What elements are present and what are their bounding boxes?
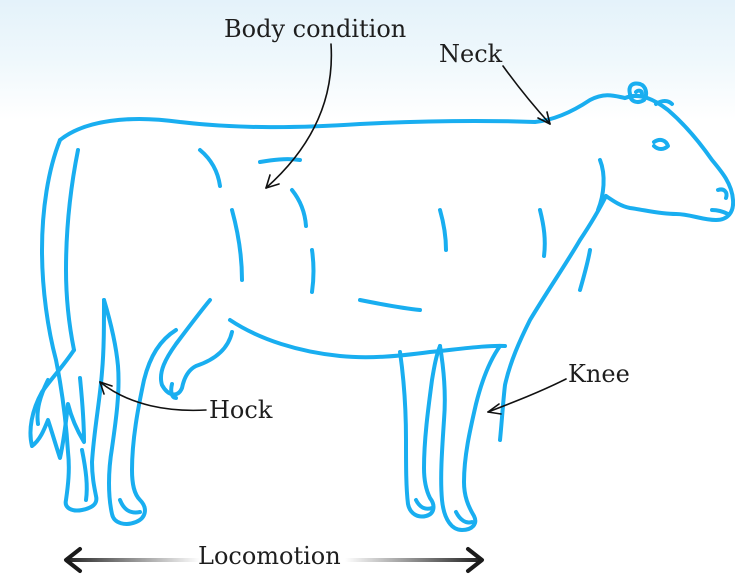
cow-body-contours	[200, 150, 446, 292]
cow-rear-leg-right	[104, 300, 176, 524]
cow-front-leg-right	[440, 346, 500, 530]
neck-arrow	[503, 66, 550, 124]
body-condition-arrow	[266, 44, 331, 188]
cow-belly-line	[230, 300, 505, 357]
knee-arrow	[488, 379, 566, 414]
cow-udder	[161, 300, 232, 398]
cow-tail	[30, 150, 84, 458]
cow-front-leg-left	[400, 346, 440, 517]
cow-head	[606, 83, 733, 220]
neck-label: Neck	[439, 40, 502, 68]
cow-neck-and-chest	[500, 160, 606, 440]
body-condition-label: Body condition	[224, 15, 406, 43]
cow-rear-leg-left	[42, 140, 104, 511]
knee-label: Knee	[568, 360, 630, 388]
hock-label: Hock	[209, 396, 272, 424]
annotation-arrows	[100, 44, 566, 414]
locomotion-label: Locomotion	[198, 542, 341, 570]
cow-back-line	[60, 95, 625, 140]
cow-illustration	[30, 83, 733, 530]
